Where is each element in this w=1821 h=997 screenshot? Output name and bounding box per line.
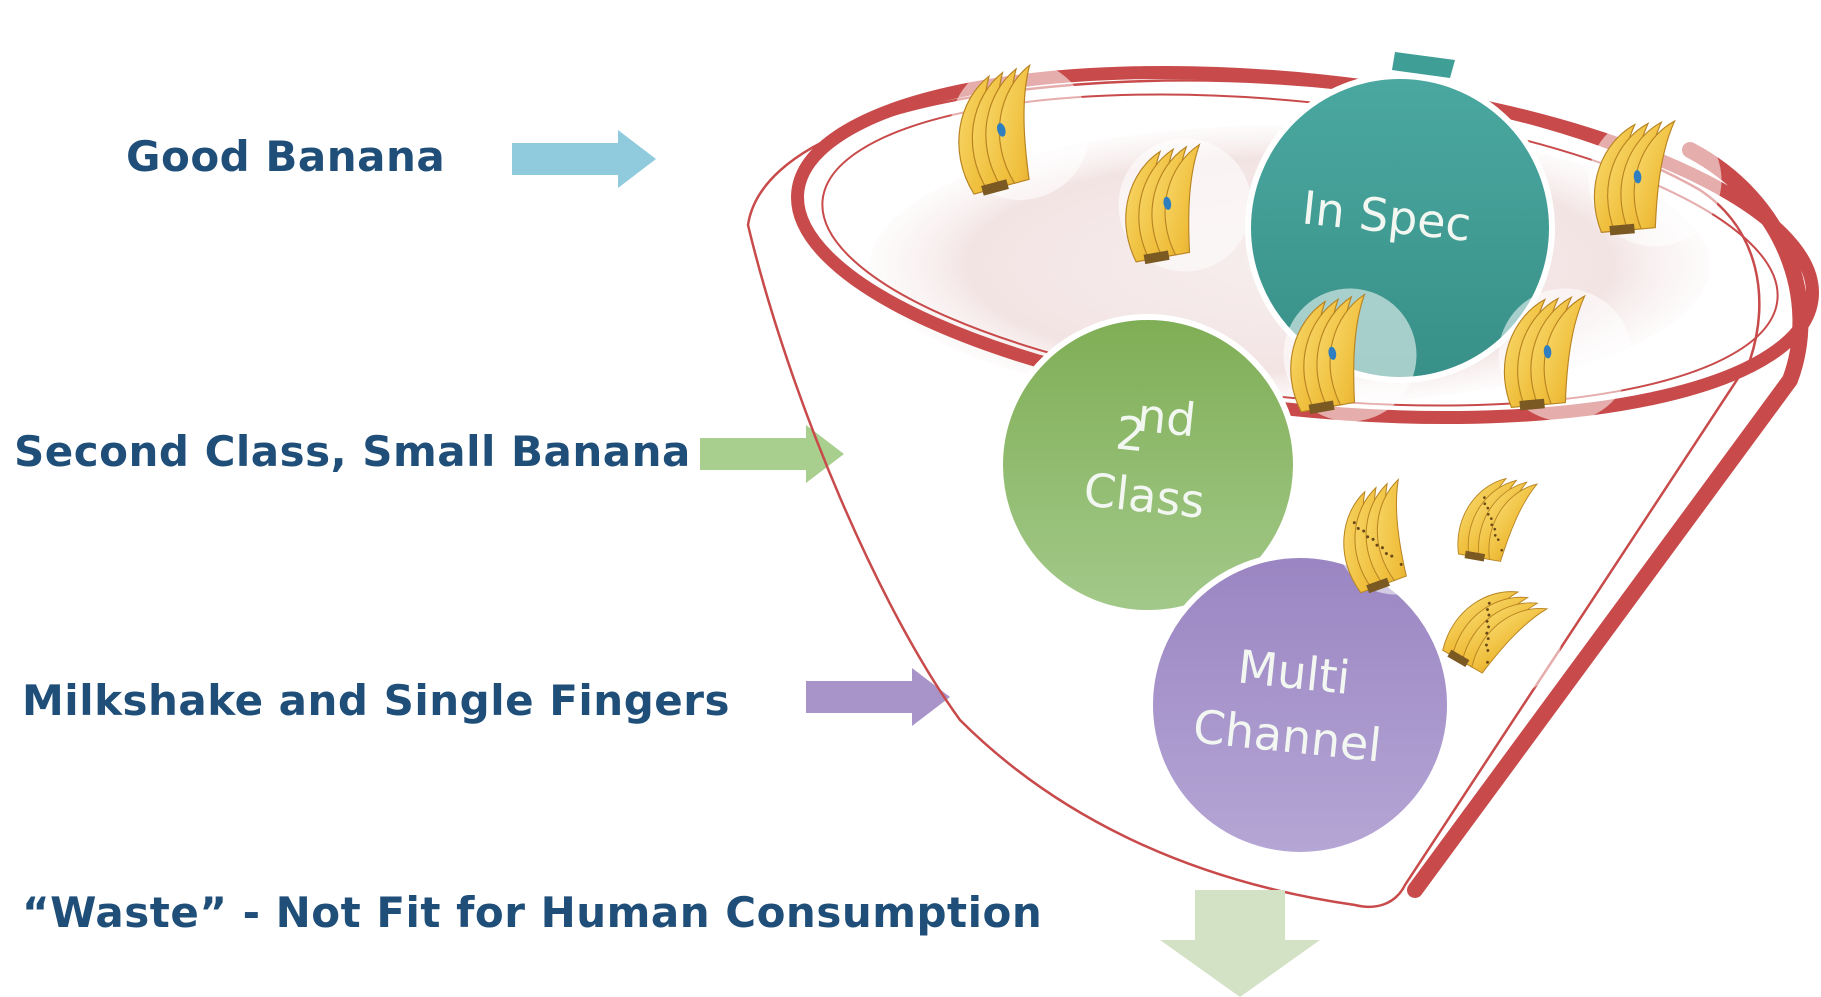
second-class-word: Class [1081, 462, 1207, 528]
banana-icon [1457, 472, 1563, 578]
label-waste: “Waste” - Not Fit for Human Consumption [22, 888, 1043, 937]
circle-second-class [997, 314, 1299, 616]
second-class-superscript: nd [1135, 388, 1199, 448]
arrow-second-class [700, 425, 844, 483]
arrow-waste [1160, 890, 1320, 997]
funnel-rim-right [1407, 142, 1809, 898]
label-second-class: Second Class, Small Banana [14, 427, 691, 476]
label-good-banana: Good Banana [126, 132, 446, 181]
multi-label-line1: Multi [1235, 639, 1352, 704]
banana-icon [1588, 113, 1722, 247]
label-milkshake: Milkshake and Single Fingers [22, 676, 730, 725]
banana-icon [1442, 583, 1562, 697]
banana-icon [1498, 288, 1632, 422]
circle-multi-channel [1147, 552, 1453, 858]
banana-icon [1283, 288, 1417, 422]
banana-icon [1335, 475, 1455, 595]
arrow-milkshake [806, 668, 950, 726]
second-class-number: 2 [1113, 405, 1148, 462]
funnel-outline [746, 79, 1761, 909]
banana-bunches [950, 60, 1722, 697]
second-class-label: 2 nd Class [1081, 388, 1207, 529]
arrow-good-banana [512, 130, 656, 188]
rim-highlight [1392, 52, 1455, 78]
banana-icon [1118, 138, 1252, 272]
banana-icon [950, 60, 1090, 200]
